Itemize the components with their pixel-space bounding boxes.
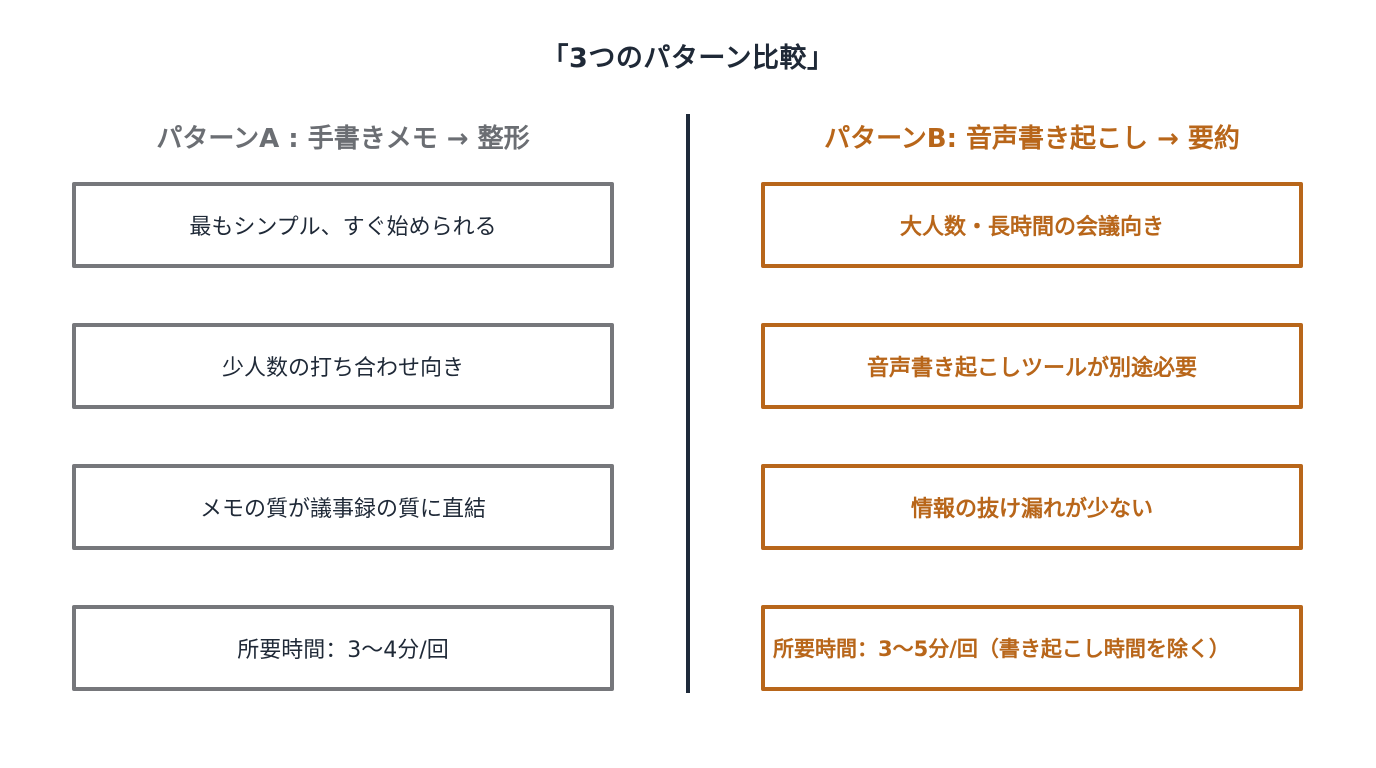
- pattern-b-heading: パターンB: 音声書き起こし → 要約: [824, 124, 1240, 154]
- pattern-b-item: 音声書き起こしツールが別途必要: [761, 323, 1303, 409]
- pattern-b-item: 情報の抜け漏れが少ない: [761, 464, 1303, 550]
- pattern-b-item-text: 大人数・長時間の会議向き: [899, 215, 1164, 240]
- pattern-b-item-text: 音声書き起こしツールが別途必要: [866, 356, 1197, 381]
- pattern-a-item: メモの質が議事録の質に直結: [72, 464, 614, 550]
- pattern-a-item-text: 最もシンプル、すぐ始められる: [189, 215, 497, 240]
- pattern-b-item: 所要時間：3〜5分/回（書き起こし時間を除く）: [761, 605, 1303, 691]
- pattern-b-item-text: 情報の抜け漏れが少ない: [910, 497, 1153, 522]
- pattern-a-item: 所要時間：3〜4分/回: [72, 605, 614, 691]
- pattern-a-item-text: 少人数の打ち合わせ向き: [221, 356, 464, 381]
- page-title: 「3つのパターン比較」: [541, 43, 835, 74]
- pattern-a-item: 最もシンプル、すぐ始められる: [72, 182, 614, 268]
- pattern-a-item-text: 所要時間：3〜4分/回: [237, 638, 449, 663]
- pattern-a-heading: パターンA : 手書きメモ → 整形: [156, 124, 530, 154]
- column-divider: [686, 114, 690, 693]
- pattern-b-item-text: 所要時間：3〜5分/回（書き起こし時間を除く）: [773, 637, 1230, 661]
- pattern-b-item: 大人数・長時間の会議向き: [761, 182, 1303, 268]
- pattern-a-item-text: メモの質が議事録の質に直結: [199, 497, 486, 522]
- pattern-a-item: 少人数の打ち合わせ向き: [72, 323, 614, 409]
